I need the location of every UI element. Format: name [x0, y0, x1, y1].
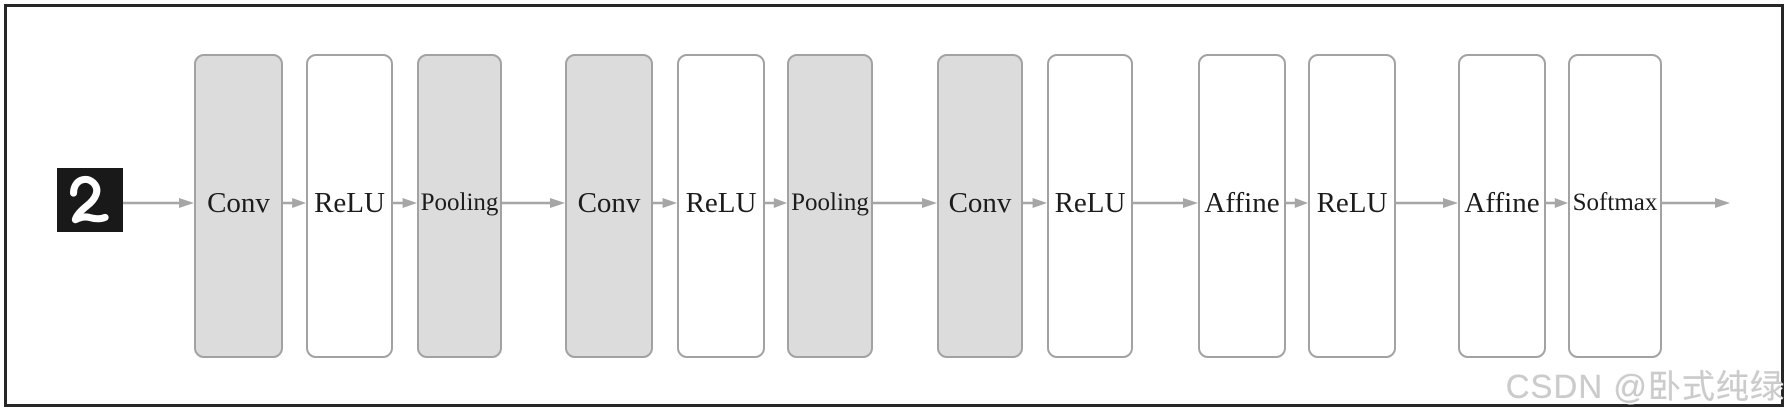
flow-arrow: [1133, 198, 1198, 208]
layer-label: Conv: [207, 186, 270, 219]
layer-block-relu: ReLU: [1308, 54, 1396, 358]
flow-arrow: [393, 198, 417, 208]
layer-label: ReLU: [685, 186, 757, 219]
flow-arrow: [873, 198, 937, 208]
mnist-input-digit-image: [57, 168, 123, 232]
layer-block-pooling: Pooling: [787, 54, 873, 358]
layer-label: ReLU: [1054, 186, 1126, 219]
layer-block-conv: Conv: [937, 54, 1023, 358]
flow-arrow: [1023, 198, 1047, 208]
layer-label: Softmax: [1572, 189, 1658, 216]
flow-arrow: [1286, 198, 1308, 208]
layer-block-affine: Affine: [1458, 54, 1546, 358]
flow-arrow: [1662, 198, 1730, 208]
layer-label: ReLU: [1316, 186, 1388, 219]
layer-block-relu: ReLU: [677, 54, 765, 358]
layer-block-affine: Affine: [1198, 54, 1286, 358]
flow-arrow: [765, 198, 787, 208]
layer-label: Affine: [1464, 186, 1540, 219]
flow-arrow: [283, 198, 306, 208]
layer-label: Conv: [948, 186, 1012, 219]
csdn-watermark: CSDN @卧式纯绿: [1505, 368, 1784, 405]
layer-block-relu: ReLU: [306, 54, 393, 358]
layer-block-pooling: Pooling: [417, 54, 502, 358]
flow-arrow: [653, 198, 677, 208]
flow-arrow: [1396, 198, 1458, 208]
layer-label: ReLU: [314, 186, 385, 219]
layer-label: Pooling: [420, 189, 499, 216]
layer-block-conv: Conv: [194, 54, 283, 358]
layer-label: Conv: [577, 186, 641, 219]
flow-arrow: [123, 198, 194, 208]
flow-arrow: [502, 198, 565, 208]
digit-2-glyph: [70, 175, 109, 224]
layer-block-softmax: Softmax: [1568, 54, 1662, 358]
flow-arrow: [1546, 198, 1568, 208]
layer-label: Affine: [1204, 186, 1280, 219]
layer-block-relu: ReLU: [1047, 54, 1133, 358]
layer-block-conv: Conv: [565, 54, 653, 358]
layer-label: Pooling: [791, 189, 869, 216]
